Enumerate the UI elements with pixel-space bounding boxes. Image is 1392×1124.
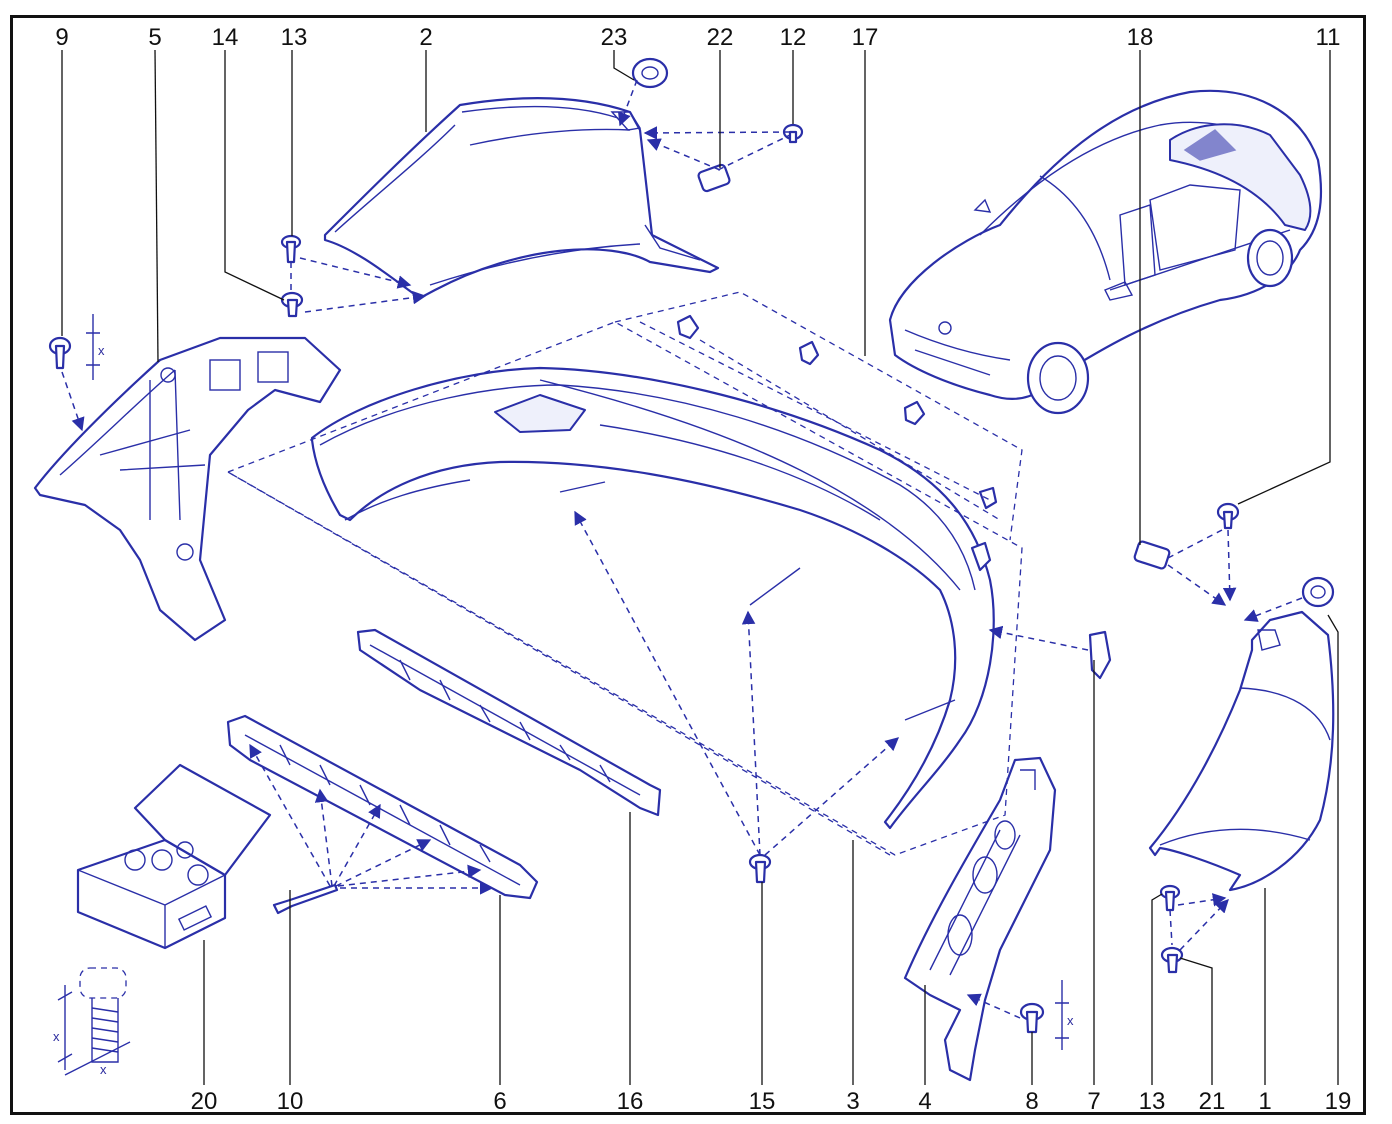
callout-2: 2 xyxy=(419,24,433,51)
callout-11: 11 xyxy=(1315,24,1341,51)
dimension-x-screw-vertical: x xyxy=(53,1029,60,1044)
callout-15: 15 xyxy=(748,1088,776,1115)
part-8-clip xyxy=(1019,980,1069,1050)
dimension-x-clip-9: x xyxy=(98,343,105,358)
part-13-screw-left xyxy=(280,234,302,264)
part-17-clips xyxy=(676,314,998,572)
part-7-bracket xyxy=(1088,630,1112,680)
callout-1: 1 xyxy=(1258,1088,1272,1115)
part-23-washer xyxy=(631,57,669,89)
callout-5: 5 xyxy=(148,24,162,51)
callout-10: 10 xyxy=(276,1088,304,1115)
part-16-reinforcement xyxy=(356,628,662,817)
callout-8: 8 xyxy=(1025,1088,1039,1115)
callout-13-bottom: 13 xyxy=(1138,1088,1166,1115)
part-21-screw xyxy=(1160,946,1184,974)
callout-21: 21 xyxy=(1198,1088,1226,1115)
part-3-bumper xyxy=(310,366,995,830)
car-illustration xyxy=(888,89,1323,415)
bolt-dimension-sketch xyxy=(57,967,131,1076)
part-22-clip xyxy=(697,163,731,193)
part-9-clip xyxy=(48,314,100,380)
part-10-rivet xyxy=(272,883,339,915)
dimension-x-clip-8: x xyxy=(1067,1013,1074,1028)
part-15-screw xyxy=(748,853,772,884)
dimension-x-screw-horizontal: x xyxy=(100,1062,107,1077)
leader-lines xyxy=(61,49,1339,1085)
part-2-upper-trim xyxy=(323,97,720,300)
part-11-screw xyxy=(1216,502,1240,530)
part-20-kit-box xyxy=(76,763,272,950)
part-19-washer xyxy=(1301,576,1335,608)
callout-4: 4 xyxy=(918,1088,932,1115)
callout-12: 12 xyxy=(779,24,807,51)
assembly-lines xyxy=(61,79,1303,1019)
callout-18: 18 xyxy=(1126,24,1154,51)
callout-23: 23 xyxy=(600,24,628,51)
part-12-screw xyxy=(782,123,804,144)
callout-9: 9 xyxy=(55,24,69,51)
callout-17: 17 xyxy=(851,24,879,51)
callout-3: 3 xyxy=(846,1088,860,1115)
callout-7: 7 xyxy=(1087,1088,1101,1115)
callout-6: 6 xyxy=(493,1088,507,1115)
callout-13-top: 13 xyxy=(280,24,308,51)
callout-19: 19 xyxy=(1324,1088,1352,1115)
part-4-right-bracket xyxy=(903,756,1057,1082)
part-13-screw-right xyxy=(1159,884,1181,912)
callout-14: 14 xyxy=(211,24,239,51)
part-1-side-trim xyxy=(1148,610,1335,892)
diagram-frame xyxy=(10,15,1366,1115)
callout-22: 22 xyxy=(706,24,734,51)
callout-16: 16 xyxy=(616,1088,644,1115)
part-18-clip xyxy=(1133,540,1171,570)
part-5-left-bracket xyxy=(33,336,342,642)
part-6-lower-beam xyxy=(226,714,539,900)
part-14-screw xyxy=(280,291,304,318)
callout-20: 20 xyxy=(190,1088,218,1115)
